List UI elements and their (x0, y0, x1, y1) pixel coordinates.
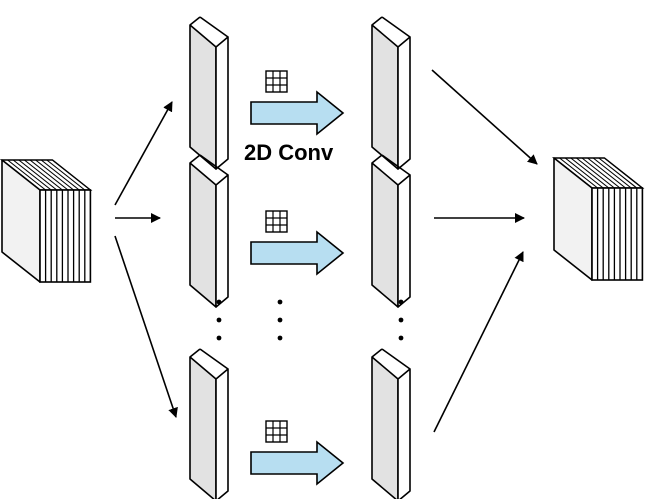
ellipsis-column-3 (398, 299, 404, 341)
conv-arrow-icon (250, 90, 345, 136)
split-arrow-top (114, 101, 173, 206)
output-channel-plane-2 (371, 154, 411, 308)
conv-arrow-icon (250, 440, 345, 486)
stacked-input-icon (0, 159, 93, 283)
split-arrows (114, 101, 178, 418)
conv-label: 2D Conv (244, 140, 334, 165)
merge-arrows (431, 69, 538, 433)
split-arrow-bottom (114, 235, 178, 418)
conv-arrow-icon (250, 230, 345, 276)
kernel-grid-icon (265, 210, 288, 233)
output-channel-plane-1 (371, 16, 411, 170)
ellipsis-column-2 (277, 299, 283, 341)
stacked-output-icon (551, 157, 645, 281)
merge-arrow-top (431, 69, 538, 165)
output-channel-plane-n (371, 348, 411, 499)
ellipsis-column-1 (216, 299, 222, 341)
input-channel-plane-n (189, 348, 229, 499)
kernel-grid-icon (265, 420, 288, 443)
merge-arrow-bottom (433, 251, 524, 433)
input-channel-plane-1 (189, 16, 229, 170)
input-channel-plane-2 (189, 154, 229, 308)
kernel-grid-icon (265, 70, 288, 93)
